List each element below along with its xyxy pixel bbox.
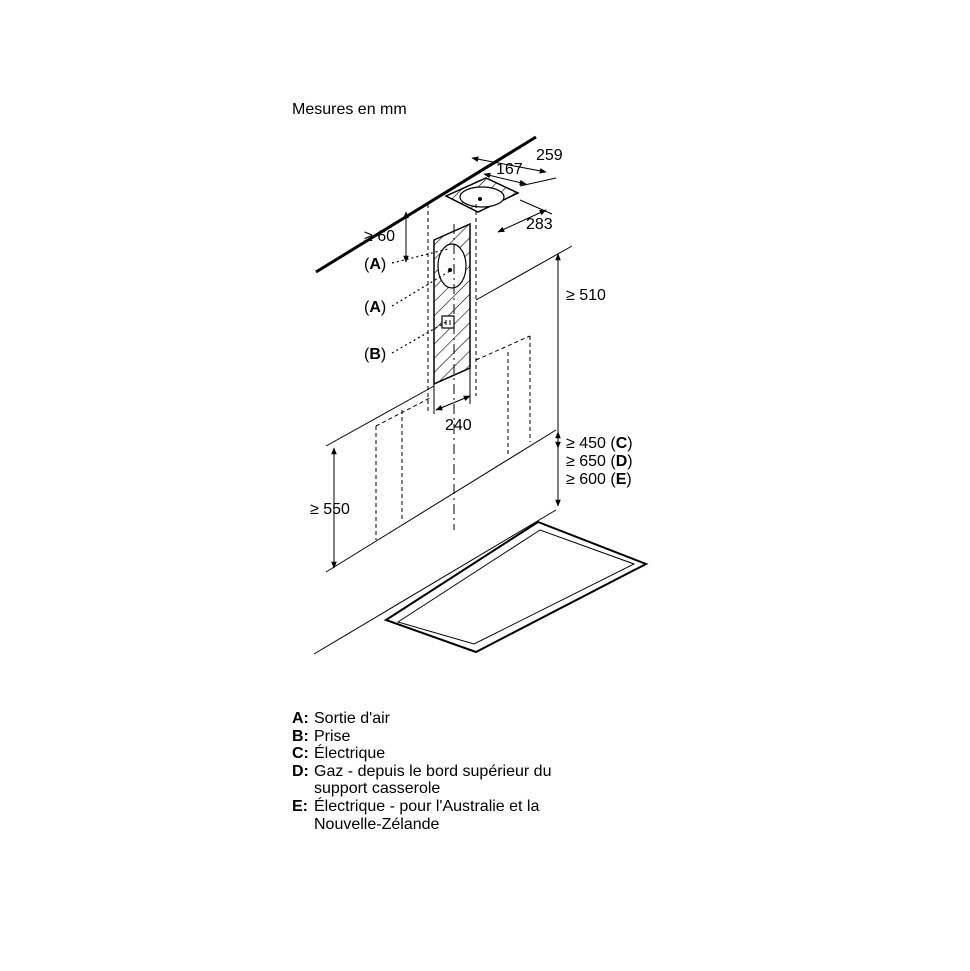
legend-text: Gaz - depuis le bord supérieur du suppor… [314, 762, 552, 798]
wall-connection-panel [433, 222, 471, 386]
legend-key: A: [292, 710, 309, 727]
legend-row-e: E: Électrique - pour l'Australie et la N… [292, 798, 594, 833]
legend-key: E: [292, 797, 308, 815]
legend-row-c: C: Électrique [292, 745, 594, 763]
dim-167: 167 [496, 161, 523, 178]
dim-510: ≥ 510 [566, 287, 606, 304]
callout-b: (B) [364, 346, 386, 363]
dim-60: ≥ 60 [364, 228, 395, 245]
ceiling-dimensions [471, 156, 557, 233]
legend-key: B: [292, 727, 309, 745]
dim-550: ≥ 550 [310, 501, 350, 518]
dim-259: 259 [536, 147, 563, 164]
dim-283: 283 [526, 216, 553, 233]
legend-row-b: B: Prise [292, 728, 594, 746]
legend-key: D: [292, 762, 309, 780]
ceiling-line [315, 135, 537, 274]
callout-leaders [391, 248, 451, 354]
legend-row-a: A: Sortie d'air [292, 710, 594, 728]
callout-a-top: (A) [364, 256, 386, 273]
diagram-title: Mesures en mm [292, 101, 407, 118]
ceiling-duct-plate [444, 177, 520, 213]
legend: A: Sortie d'air B: Prise C: Électrique D… [292, 710, 594, 833]
legend-text: Électrique - pour l'Australie et la Nouv… [314, 797, 540, 833]
callout-a: (A) [364, 299, 386, 316]
dim-650: ≥ 650 (D) [566, 453, 633, 470]
wall-lines [313, 245, 573, 655]
dim-240-line [433, 368, 471, 414]
dim-240: 240 [445, 417, 472, 434]
legend-key: C: [292, 745, 309, 763]
hood-outline [375, 335, 531, 540]
legend-text: Prise [314, 727, 351, 745]
chimney-outline [427, 204, 477, 412]
dim-450: ≥ 450 (C) [566, 435, 633, 452]
dim-600: ≥ 600 (E) [566, 471, 632, 488]
legend-text: Électrique [314, 745, 386, 763]
cooktop [383, 520, 649, 654]
legend-row-d: D: Gaz - depuis le bord supérieur du sup… [292, 763, 594, 798]
legend-text: Sortie d'air [314, 710, 390, 727]
